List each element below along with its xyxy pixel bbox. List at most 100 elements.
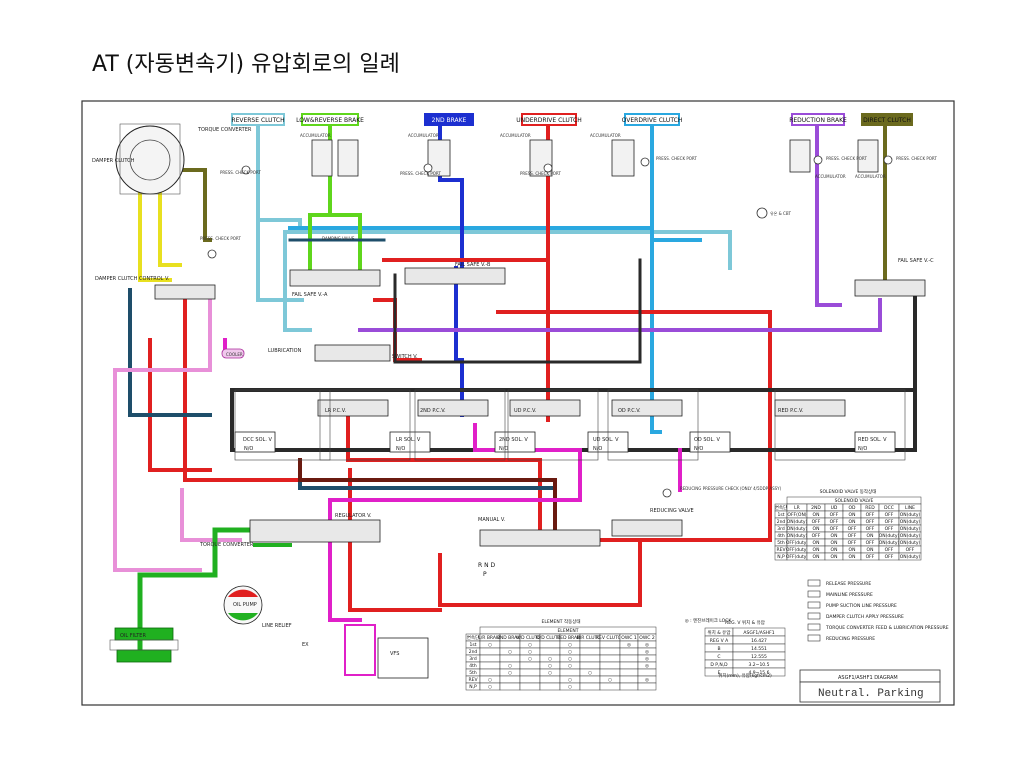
- table-cell: OFF: [885, 554, 894, 560]
- tag-reduction-brake-box: [791, 113, 845, 126]
- table-cell: 5th: [777, 540, 785, 546]
- valve-fail-safe-b: [404, 267, 506, 285]
- element-table-note: ◎ : 엔진브레이크 LOCK: [685, 617, 733, 624]
- table-cell: OFF(duty): [786, 540, 809, 546]
- line-tc-feed: [113, 368, 202, 572]
- line-mainline-reg: [348, 468, 442, 612]
- tag-direct-clutch-box: [861, 113, 913, 126]
- table-cell: ON(duty): [787, 526, 808, 532]
- table-cell-box: [637, 682, 657, 691]
- table-title: REG. V 위치 & 유압: [725, 619, 765, 626]
- second-sol-label: 2ND SOL. V: [499, 437, 528, 443]
- oil-temp-label: 유온 & CBT: [770, 211, 792, 216]
- line-reverse-clutch-c: [283, 230, 732, 270]
- table-cell: ON: [813, 512, 820, 518]
- table-cell: 16.427: [751, 638, 767, 644]
- table-cell-box: [479, 661, 501, 670]
- accumulator-label-6: ACCUMULATOR: [855, 174, 886, 179]
- table-cell: ON: [831, 547, 838, 553]
- table-cell-box: [519, 668, 541, 677]
- table-cell: OFF: [866, 526, 875, 532]
- table-header: 위치 & 유압: [708, 629, 731, 636]
- fail-safe-vc-label: FAIL SAFE V.-C: [898, 258, 934, 264]
- table-cell: ON(duty): [900, 540, 921, 546]
- table-cell: ○: [528, 643, 532, 648]
- table-cell: REG V A: [710, 638, 729, 644]
- table-header: 변속단: [775, 504, 787, 511]
- legend-swatch: [807, 623, 821, 631]
- table-header: RED BRAKE: [557, 635, 583, 641]
- table-cell-box: [579, 682, 601, 691]
- table-cell: 2nd: [469, 649, 478, 655]
- table-cell: OFF: [866, 519, 875, 525]
- line-dark-left: [128, 288, 212, 417]
- table-cell: OFF: [812, 533, 821, 539]
- tag-underdrive-clutch: UNDERDRIVE CLUTCH: [516, 117, 581, 124]
- table-cell-box: [539, 640, 561, 649]
- table-cell: ON: [867, 547, 874, 553]
- legend-swatch: [807, 579, 821, 587]
- valve-ud-pcv: [509, 399, 581, 417]
- table-cell-box: [499, 682, 521, 691]
- hydraulic-lines: [113, 124, 917, 653]
- table-cell: ◎: [645, 664, 649, 669]
- diagram-state: Neutral. Parking: [818, 688, 924, 700]
- table-cell: 4th: [469, 663, 477, 669]
- valve-fail-safe-c: [854, 279, 926, 297]
- table-cell: 4th: [777, 533, 785, 539]
- table-header: OD: [848, 505, 856, 511]
- table-cell: REV: [468, 677, 478, 683]
- valve-damper-clutch-control: [154, 284, 216, 300]
- table-header: RED: [865, 505, 875, 511]
- table-cell: 12.555: [751, 654, 767, 660]
- table-cell: OFF: [830, 526, 839, 532]
- tag-overdrive-clutch-box: [624, 113, 680, 126]
- damping-valve-label: DAMPING VALVE: [322, 236, 355, 241]
- table-cell-box: [599, 682, 621, 691]
- table-cell: ON(duty): [900, 526, 921, 532]
- line-magenta: [328, 448, 582, 622]
- legend-swatch: [807, 601, 821, 609]
- press-check-label-4: PRESS. CHECK PORT: [520, 171, 561, 176]
- tag-overdrive-clutch: OVERDRIVE CLUTCH: [622, 117, 683, 124]
- legend-item: TORQUE CONVERTER FEED & LUBRICATION PRES…: [825, 625, 949, 631]
- table-cell: OFF: [866, 540, 875, 546]
- table-cell: OFF: [885, 519, 894, 525]
- gauge-icon: [640, 157, 650, 167]
- table-header: L/R BRAKE: [478, 635, 502, 641]
- press-check-label-3: PRESS. CHECK PORT: [400, 171, 441, 176]
- press-check-label-7: PRESS. CHECK PORT: [896, 156, 937, 161]
- table-cell: ○: [568, 657, 572, 662]
- ud-sol-label: UD SOL. V: [593, 437, 619, 443]
- table-cell: ○: [488, 643, 492, 648]
- manual-v-label: MANUAL V.: [478, 517, 506, 523]
- accumulator-reduction: [789, 139, 811, 173]
- od-pcv-label: OD P.C.V.: [618, 408, 641, 414]
- line-mainline-right: [496, 310, 772, 542]
- table-cell: 1st: [470, 642, 477, 648]
- table-cell: ◎: [645, 657, 649, 662]
- vfs-label: VFS: [390, 651, 399, 657]
- table-cell: ON(duty): [879, 540, 900, 546]
- table-cell: OFF(duty): [786, 547, 809, 553]
- table-title: SOLENOID VALVE 동작상태: [820, 488, 877, 495]
- gauge-icon: [543, 163, 553, 173]
- table-cell-box: [619, 682, 639, 691]
- tag-reduction-brake: REDUCTION BRAKE: [789, 117, 847, 124]
- table-cell: ON: [849, 519, 856, 525]
- legend-item: PUMP SUCTION LINE PRESSURE: [826, 603, 897, 609]
- table-cell: OFF: [885, 526, 894, 532]
- table-cell: ◎: [627, 643, 631, 648]
- line-reduction-brake-b: [358, 298, 882, 332]
- od-sol-label: OD SOL. V: [694, 437, 720, 443]
- line-magenta-b: [473, 423, 582, 452]
- table-cell: ○: [548, 671, 552, 676]
- table-cell-box: [619, 647, 639, 656]
- table-header: O/D CLUTCH: [536, 635, 564, 641]
- ud-no-label: N/O: [593, 446, 602, 452]
- table-cell-box: [479, 668, 501, 677]
- table-cell: D P,N,D: [710, 662, 728, 668]
- red-pcv-label: RED P.C.V.: [778, 408, 804, 414]
- gauge-icon: [241, 165, 251, 175]
